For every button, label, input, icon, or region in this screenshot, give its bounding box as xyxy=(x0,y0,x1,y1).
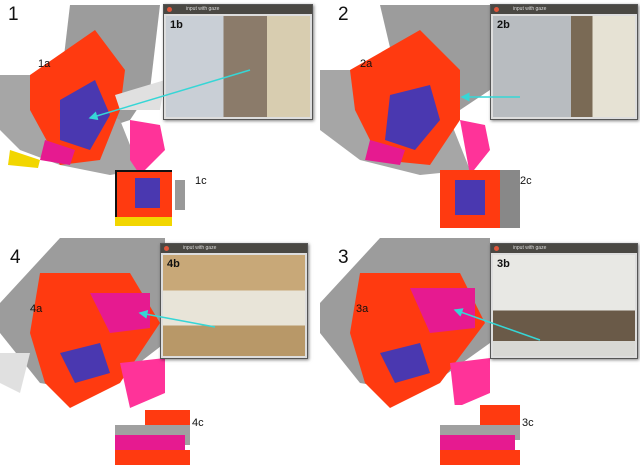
gaze-crop-3c xyxy=(440,405,520,465)
gaze-view-window-1b: input with gaze 1b xyxy=(163,4,313,120)
title-bar: input with gaze xyxy=(491,244,637,253)
point-cloud-2a xyxy=(320,5,490,175)
cloud-label: 1a xyxy=(38,58,51,70)
window-title: input with gaze xyxy=(186,6,220,12)
panel-number: 2 xyxy=(338,4,349,25)
close-icon[interactable] xyxy=(494,246,499,251)
title-bar: input with gaze xyxy=(491,5,637,14)
crop-label: 3c xyxy=(522,417,534,429)
gaze-crop-4c xyxy=(115,410,190,465)
close-icon[interactable] xyxy=(494,7,499,12)
point-cloud-3a xyxy=(320,238,490,408)
panel-1: 1 1a 1c input with gaze 1b xyxy=(0,0,320,232)
view-label: 3b xyxy=(497,258,510,270)
point-cloud-4a xyxy=(0,238,165,408)
sink-image xyxy=(163,255,305,356)
title-bar: input with gaze xyxy=(164,5,312,14)
fridge-image xyxy=(493,16,635,117)
panel-2: 2 2a 2c input with gaze 2b xyxy=(320,0,640,232)
kitchen-image xyxy=(166,16,310,117)
crop-label: 2c xyxy=(520,175,532,187)
gaze-view-window-4b: input with gaze 4b xyxy=(160,243,308,359)
close-icon[interactable] xyxy=(167,7,172,12)
view-label: 4b xyxy=(167,258,180,270)
panel-number: 3 xyxy=(338,247,349,268)
panel-3: 3 3a 3c input with gaze 3b xyxy=(320,233,640,465)
window-title: input with gaze xyxy=(513,6,547,12)
cloud-label: 3a xyxy=(356,303,369,315)
panel-4: 4 4a 4c input with gaze 4b xyxy=(0,233,320,465)
crop-label: 1c xyxy=(195,175,207,187)
gaze-view-window-2b: input with gaze 2b xyxy=(490,4,638,120)
counter-bottles-image xyxy=(493,255,635,356)
gaze-crop-1c xyxy=(115,170,190,226)
cloud-label: 2a xyxy=(360,58,373,70)
panel-number: 4 xyxy=(10,247,21,268)
window-title: input with gaze xyxy=(183,245,217,251)
view-label: 2b xyxy=(497,19,510,31)
gaze-crop-2c xyxy=(440,170,520,228)
cloud-label: 4a xyxy=(30,303,43,315)
view-label: 1b xyxy=(170,19,183,31)
close-icon[interactable] xyxy=(164,246,169,251)
panel-number: 1 xyxy=(8,4,19,25)
gaze-view-window-3b: input with gaze 3b xyxy=(490,243,638,359)
title-bar: input with gaze xyxy=(161,244,307,253)
window-title: input with gaze xyxy=(513,245,547,251)
crop-label: 4c xyxy=(192,417,204,429)
